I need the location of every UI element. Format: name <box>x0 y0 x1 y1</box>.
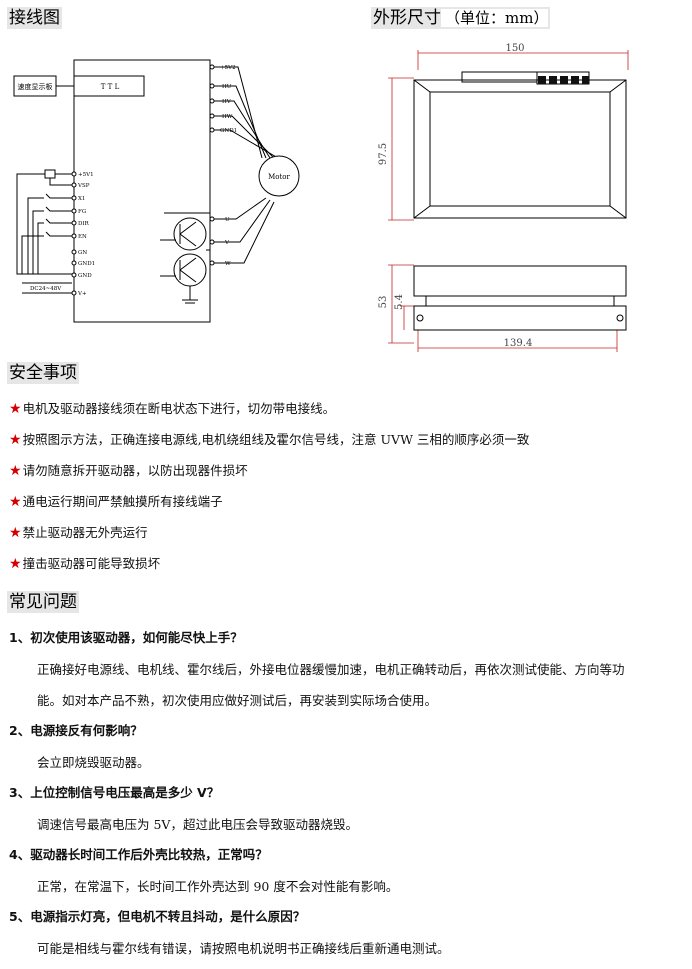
dim-height: 97.5 <box>378 143 389 165</box>
star-icon: ★ <box>9 556 22 572</box>
driver-box <box>73 59 211 323</box>
pin-label: GND1 <box>78 261 95 267</box>
wiring-diagram-title: 接线图 <box>7 7 62 29</box>
safety-item: ★电机及驱动器接线须在断电状态下进行，切勿带电接线。 <box>9 399 679 430</box>
pin-label: V <box>224 240 230 246</box>
pin-label: HW <box>222 114 233 120</box>
pin-label: HV <box>222 99 232 105</box>
dimensions-title: 外形尺寸（单位：mm） <box>371 7 551 29</box>
dimension-values: 150 97.5 53 5.4 139.4 <box>378 43 532 349</box>
faq-answer: 调速信号最高电压为 5V，超过此电压会导致驱动器烧毁。 <box>37 817 358 832</box>
pin-label: X1 <box>78 196 85 202</box>
safety-item: ★撞击驱动器可能导致损坏 <box>9 554 679 585</box>
pin-label: +5V1 <box>78 172 94 178</box>
power-label: DC24~48V <box>30 286 62 292</box>
pin-label: U <box>225 217 230 223</box>
ttl-port <box>73 75 145 97</box>
pin-label: VSP <box>77 183 90 189</box>
faq-item: 4、驱动器长时间工作后外壳比较热，正常吗？ 正常，在常温下，长时间工作外壳达到 … <box>9 845 685 902</box>
faq-item: 1、初次使用该驱动器，如何能尽快上手？ 正确接好电源线、电机线、霍尔线后，外接电… <box>9 628 685 716</box>
safety-text: 禁止驱动器无外壳运行 <box>22 525 148 540</box>
wiring-diagram: 速度显示板 T T L +5V1 VSP X1 FG DIR EN GN GND… <box>13 59 300 323</box>
faq-answer-cont: 能。如对本产品不熟，初次使用应做好测试后，再安装到实际场合使用。 <box>37 693 438 708</box>
safety-item: ★通电运行期间严禁触摸所有接线端子 <box>9 492 679 523</box>
faq-answer: 正常，在常温下，长时间工作外壳达到 90 度不会对性能有影响。 <box>37 879 399 894</box>
pin-label: GND1 <box>220 128 237 134</box>
faq-item: 5、电源指示灯亮，但电机不转且抖动，是什么原因？ 可能是相线与霍尔线有错误，请按… <box>9 907 685 964</box>
dimensions-title-text: 外形尺寸 <box>373 8 441 28</box>
safety-item: ★禁止驱动器无外壳运行 <box>9 523 679 554</box>
faq-question: 3、上位控制信号电压最高是多少 V？ <box>9 785 220 800</box>
faq-item: 2、电源接反有何影响？ 会立即烧毁驱动器。 <box>9 721 685 778</box>
safety-item: ★请勿随意拆开驱动器，以防出现器件损坏 <box>9 461 679 492</box>
pin-label: EN <box>78 234 87 240</box>
star-icon: ★ <box>9 494 22 510</box>
faq-title: 常见问题 <box>7 591 79 613</box>
left-pin-labels: +5V1 VSP X1 FG DIR EN GN GND1 GND V+ <box>77 172 95 297</box>
faq-answer: 会立即烧毁驱动器。 <box>37 755 150 770</box>
safety-item: ★按照图示方法，正确连接电源线,电机绕组线及霍尔信号线，注意 UVW 三相的顺序… <box>9 430 679 461</box>
pin-label: FG <box>78 209 86 215</box>
pin-label: GN <box>78 250 87 256</box>
pin-label: GND <box>78 273 92 279</box>
side-view <box>413 265 627 331</box>
pin-label: V+ <box>77 291 87 297</box>
faq-answer: 正确接好电源线、电机线、霍尔线后，外接电位器缓慢加速，电机正确转动后，再依次测试… <box>37 662 625 677</box>
dim-width: 150 <box>505 43 524 54</box>
dim-side-inner: 5.4 <box>394 294 405 310</box>
top-view <box>413 71 627 219</box>
terminal-block <box>538 76 589 84</box>
faq-answer: 可能是相线与霍尔线有错误，请按照电机说明书正确接线后重新通电测试。 <box>37 941 450 956</box>
pin-label: +5V2 <box>220 65 236 71</box>
pin-label: DIR <box>78 221 90 227</box>
safety-text: 电机及驱动器接线须在断电状态下进行，切勿带电接线。 <box>22 401 336 416</box>
dimensions-unit: （单位：mm） <box>441 9 549 27</box>
safety-text: 撞击驱动器可能导致损坏 <box>22 556 161 571</box>
pin-label: HU <box>222 84 232 90</box>
star-icon: ★ <box>9 463 22 479</box>
safety-text: 通电运行期间严禁触摸所有接线端子 <box>22 494 223 509</box>
right-pin-labels: +5V2 HU HV HW GND1 U V W <box>220 65 237 267</box>
motor-symbol <box>258 155 300 197</box>
control-wiring <box>16 169 77 296</box>
motor-wiring <box>160 64 279 304</box>
dim-side-height: 53 <box>378 296 389 309</box>
motor-label: Motor <box>268 173 290 181</box>
dimension-lines <box>388 50 629 352</box>
safety-text: 请勿随意拆开驱动器，以防出现器件损坏 <box>22 463 248 478</box>
faq-question: 4、驱动器长时间工作后外壳比较热，正常吗？ <box>9 847 268 862</box>
faq-list: 1、初次使用该驱动器，如何能尽快上手？ 正确接好电源线、电机线、霍尔线后，外接电… <box>9 628 685 969</box>
dim-base-length: 139.4 <box>504 338 533 349</box>
safety-text: 按照图示方法，正确连接电源线,电机绕组线及霍尔信号线，注意 UVW 三相的顺序必… <box>22 432 530 447</box>
ttl-label: T T L <box>101 83 120 91</box>
star-icon: ★ <box>9 525 22 541</box>
faq-question: 1、初次使用该驱动器，如何能尽快上手？ <box>9 630 243 645</box>
faq-question: 2、电源接反有何影响？ <box>9 723 143 738</box>
star-icon: ★ <box>9 401 22 417</box>
dimension-drawing: 150 97.5 53 5.4 139.4 <box>378 43 629 352</box>
faq-item: 3、上位控制信号电压最高是多少 V？ 调速信号最高电压为 5V，超过此电压会导致… <box>9 783 685 840</box>
speed-display-label: 速度显示板 <box>18 82 53 91</box>
safety-title: 安全事项 <box>7 362 79 384</box>
star-icon: ★ <box>9 432 22 448</box>
safety-list: ★电机及驱动器接线须在断电状态下进行，切勿带电接线。 ★按照图示方法，正确连接电… <box>9 399 679 585</box>
pin-label: W <box>225 261 231 267</box>
faq-question: 5、电源指示灯亮，但电机不转且抖动，是什么原因？ <box>9 909 306 924</box>
